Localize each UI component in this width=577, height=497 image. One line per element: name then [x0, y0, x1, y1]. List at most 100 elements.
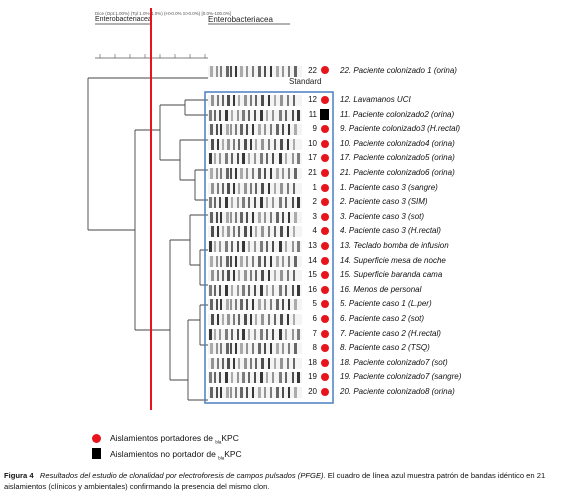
gel-band: [248, 109, 250, 121]
gel-band: [233, 138, 235, 150]
gel-lane: [208, 299, 302, 311]
gel-band: [268, 357, 270, 369]
gel-band: [248, 153, 250, 165]
gel-band: [209, 153, 212, 165]
gel-band: [248, 328, 250, 340]
standard-marker-dot: [321, 66, 329, 74]
gel-band: [255, 357, 257, 369]
marker-dot-icon: [321, 169, 329, 177]
gel-band: [274, 182, 276, 194]
gel-band: [287, 357, 289, 369]
gel-band: [279, 197, 282, 209]
gel-band: [244, 357, 247, 369]
gel-band: [246, 255, 248, 267]
gel-band: [292, 328, 294, 340]
gel-band: [220, 168, 222, 179]
gel-band: [293, 138, 295, 150]
gel-band: [217, 357, 219, 369]
isolate-number: 11: [308, 109, 317, 119]
gel-band: [226, 255, 229, 267]
gel-band: [293, 357, 295, 369]
gel-lane: [208, 255, 302, 267]
gel-band: [214, 241, 216, 252]
isolate-label: 13. Teclado bomba de infusion: [340, 241, 449, 250]
isolate-number: 16: [308, 284, 317, 294]
standard-number: 22: [308, 66, 317, 75]
isolate-number: 10: [308, 138, 317, 148]
gel-band: [294, 255, 297, 267]
gel-band: [293, 314, 295, 325]
gel-band: [297, 241, 300, 252]
gel-band: [227, 182, 230, 194]
gel-band: [279, 153, 282, 165]
gel-band: [242, 153, 245, 165]
gel-band: [268, 138, 270, 150]
isolate-label: 10. Paciente colonizado4 (orina): [340, 138, 455, 148]
cluster-box: [204, 91, 334, 404]
gel-band: [282, 255, 284, 267]
gel-band: [282, 124, 284, 136]
gel-band: [242, 109, 245, 121]
gel-band: [248, 241, 250, 252]
gel-band: [238, 226, 240, 238]
gel-band: [248, 284, 250, 296]
gel-band: [242, 328, 245, 340]
gel-band: [238, 270, 240, 282]
gel-band: [216, 387, 218, 398]
gel-band: [272, 241, 274, 252]
isolate-number: 2: [312, 197, 317, 207]
gel-band: [282, 66, 284, 77]
isolate-number: 19: [308, 372, 317, 382]
gel-lane: [208, 95, 302, 106]
gel-band: [255, 226, 257, 238]
gel-lane: [208, 357, 302, 369]
isolate-label: 9. Paciente colonizado3 (H.rectal): [340, 124, 461, 134]
gel-band: [220, 343, 222, 355]
gel-band: [276, 299, 279, 311]
marker-dot-icon: [321, 285, 329, 294]
gel-band: [216, 255, 218, 267]
gel-band: [214, 197, 216, 209]
gel-band: [292, 153, 294, 165]
gel-band: [270, 211, 272, 223]
gel-band: [209, 109, 212, 121]
gel-band: [254, 153, 256, 165]
marker-dot-icon: [321, 373, 329, 382]
isolate-number: 9: [312, 124, 317, 134]
gel-band: [242, 284, 245, 296]
gel-lane: [208, 241, 302, 252]
gel-band: [231, 284, 233, 296]
gel-band: [210, 168, 213, 179]
gel-band: [240, 124, 243, 136]
isolate-number: 4: [312, 226, 317, 236]
gel-lane: [208, 372, 302, 384]
marker-dot-icon: [321, 154, 329, 163]
gel-band: [220, 124, 222, 136]
gel-band: [297, 197, 300, 209]
gel-band: [226, 387, 229, 398]
gel-band: [294, 66, 297, 77]
caption-title: Resultados del estudio de clonalidad por…: [39, 471, 326, 480]
gel-band: [274, 95, 276, 106]
gel-band: [246, 211, 248, 223]
gel-band: [292, 109, 294, 121]
gel-band: [252, 124, 254, 136]
gel-band: [287, 182, 289, 194]
gel-band: [237, 372, 239, 384]
gel-band: [226, 211, 229, 223]
marker-square-icon: [320, 108, 329, 120]
clade-label-top: Enterobacteriacea: [208, 15, 273, 24]
gel-band: [266, 284, 268, 296]
marker-dot-icon: [321, 388, 329, 396]
gel-band: [226, 168, 229, 179]
gel-band: [264, 124, 266, 136]
gel-band: [240, 66, 243, 77]
gel-band: [288, 168, 290, 179]
gel-band: [255, 95, 257, 106]
gel-band: [235, 387, 237, 398]
gel-band: [233, 270, 235, 282]
gel-band: [219, 284, 221, 296]
gel-band: [297, 372, 300, 384]
gel-band: [231, 109, 233, 121]
isolate-number: 3: [312, 211, 317, 221]
